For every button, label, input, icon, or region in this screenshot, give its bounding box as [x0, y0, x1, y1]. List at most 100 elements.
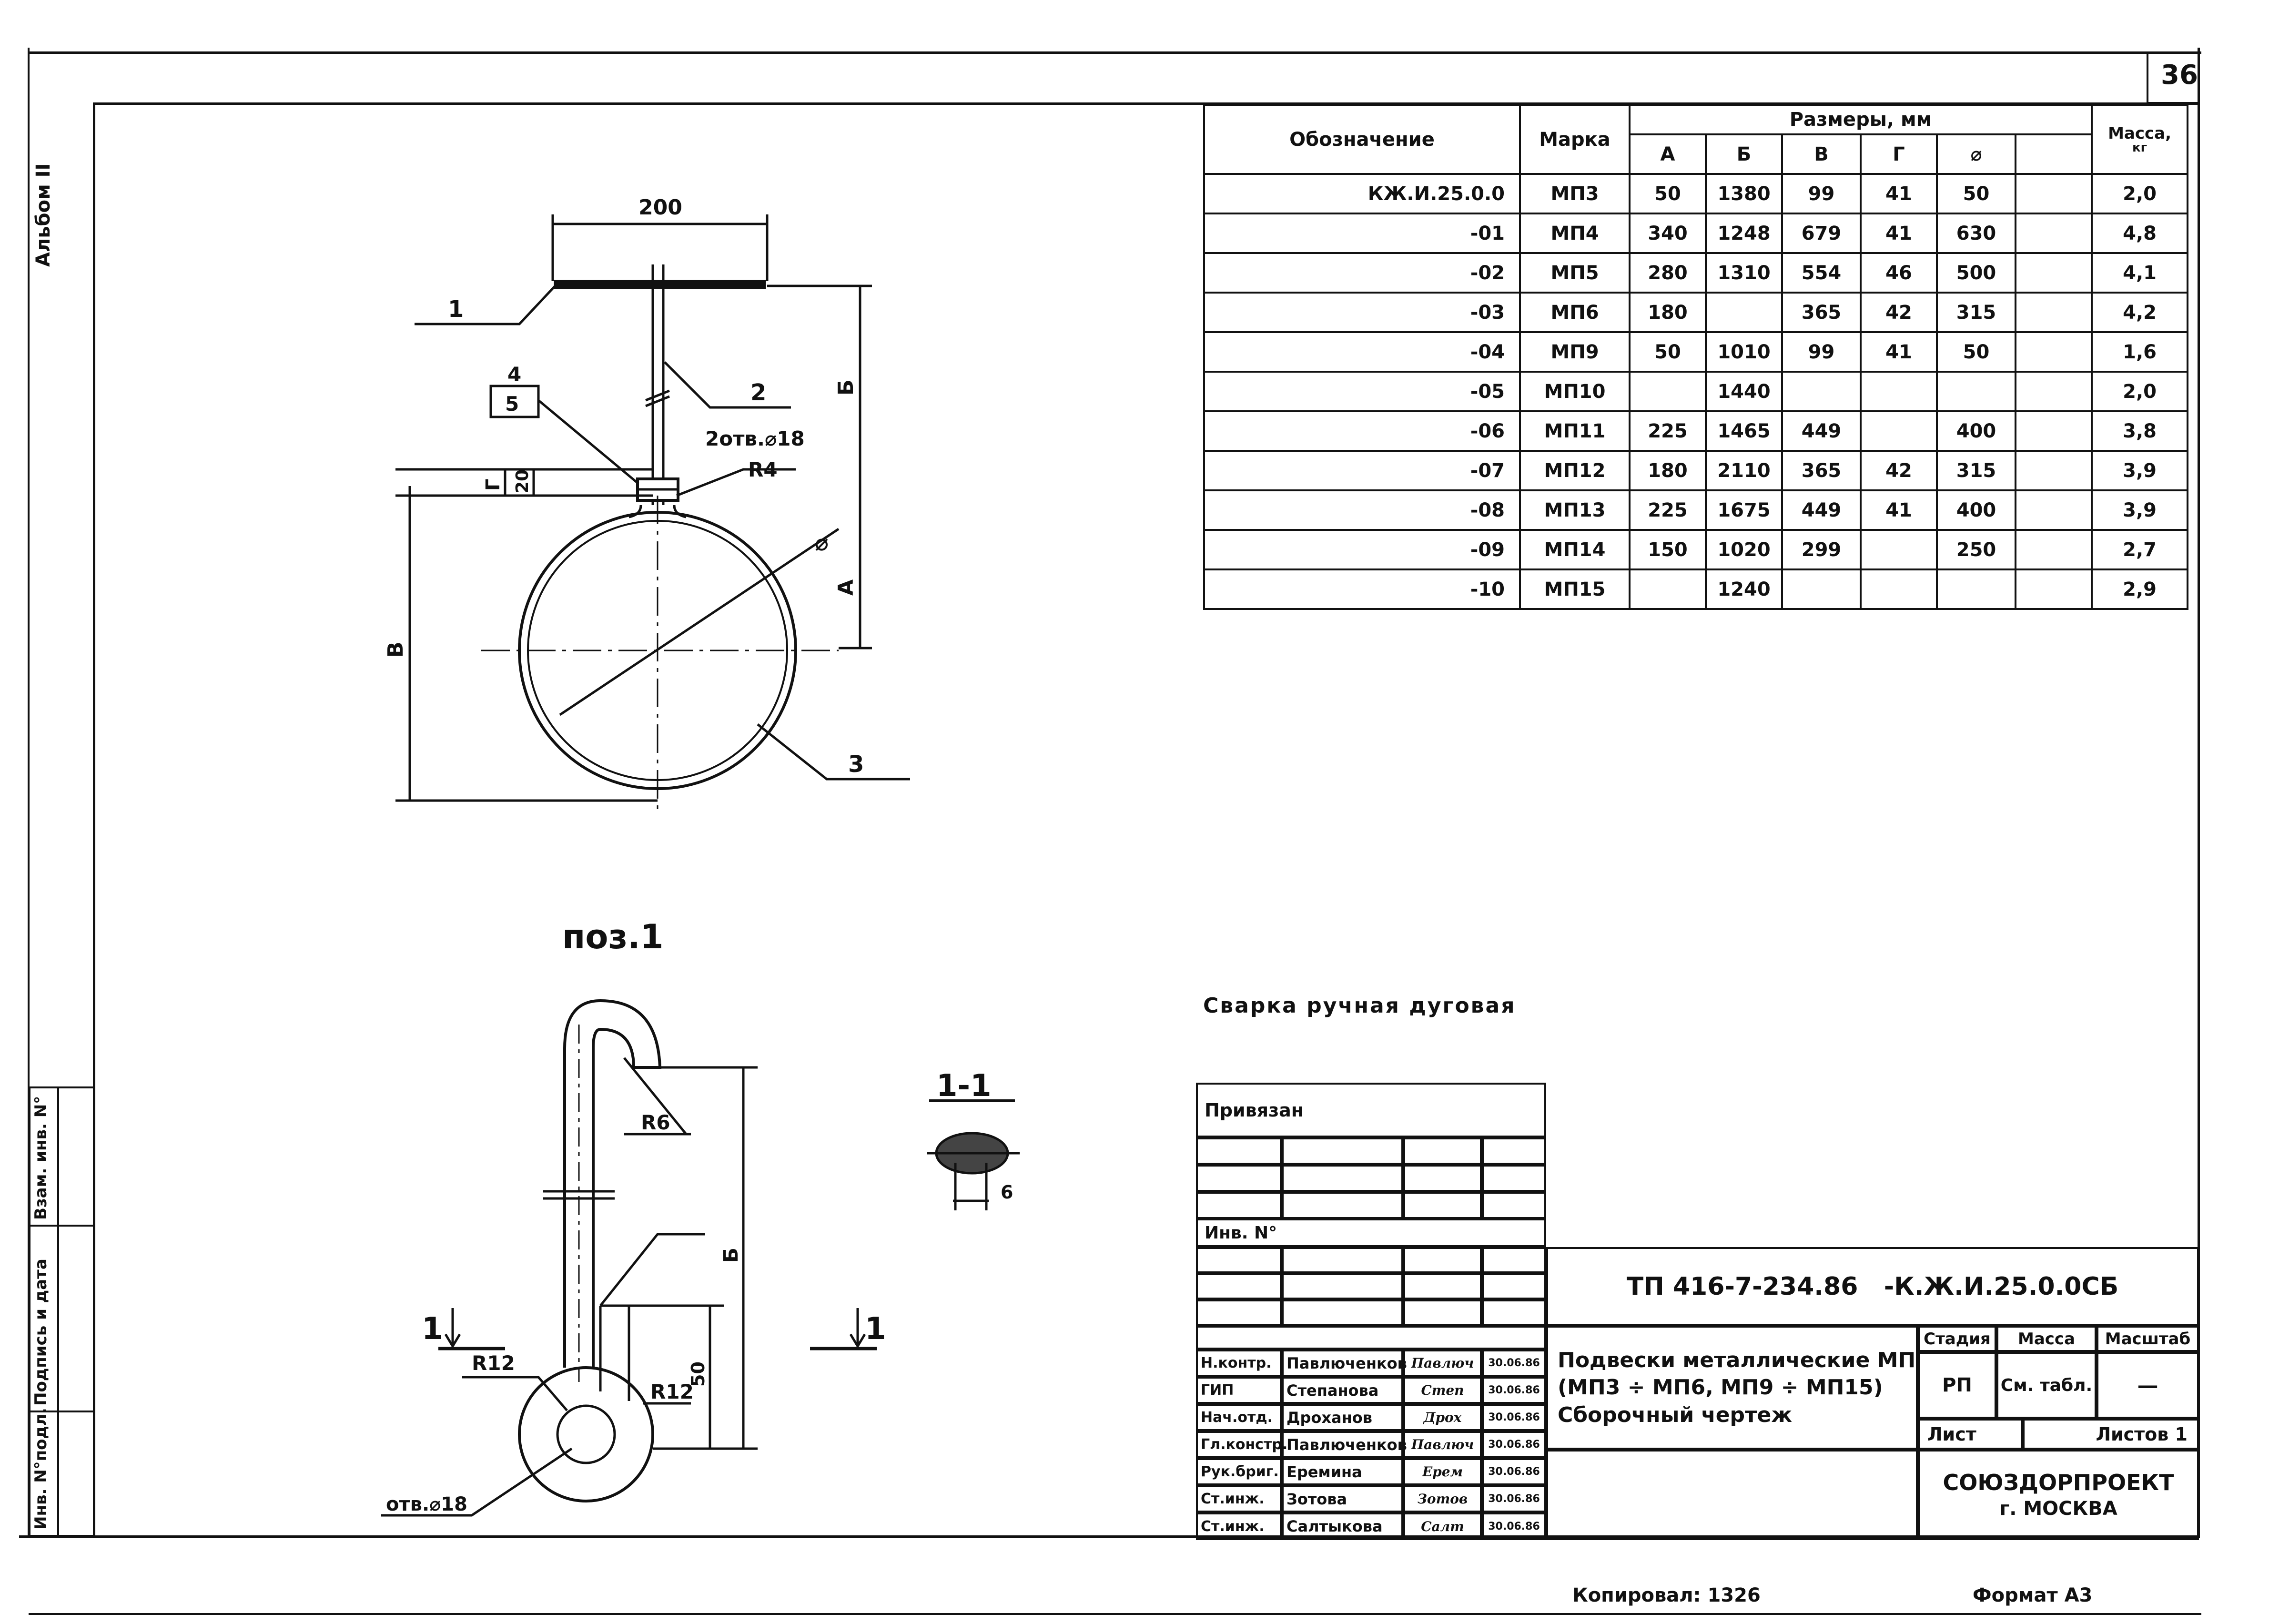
privyazan-label: Привязан	[1205, 1099, 1304, 1121]
cell-g: 41	[1860, 489, 1938, 531]
cell-designation: -09	[1203, 529, 1521, 570]
stamp-grid-cell	[1196, 1192, 1282, 1219]
cell-mark: МП3	[1519, 173, 1631, 214]
person-name: Павлюченков	[1282, 1431, 1407, 1458]
stamp-grid-cell	[1196, 1165, 1282, 1192]
stamp-grid-cell	[1282, 1137, 1403, 1165]
cell-mass: 3,9	[2091, 489, 2189, 531]
stamp-grid-cell	[1403, 1299, 1482, 1326]
cell-designation: -07	[1203, 450, 1521, 491]
cell-designation: -03	[1203, 292, 1521, 333]
person-role: Рук.бриг.	[1196, 1458, 1282, 1485]
inner-frame-bottom	[19, 1535, 2200, 1538]
header-col-empty	[2014, 133, 2093, 175]
title-line-2: (МП3 ÷ МП6, МП9 ÷ МП15)	[1558, 1375, 1883, 1400]
inner-frame-right	[2198, 48, 2200, 1537]
detail-hole-leader	[381, 1447, 573, 1517]
cell-b: 1675	[1705, 489, 1783, 531]
cell-extra	[2014, 410, 2093, 452]
cell-mass: 2,0	[2091, 173, 2189, 214]
header-designation: Обозначение	[1203, 104, 1521, 175]
detail-eye-inner	[556, 1404, 616, 1464]
header-col-D: ⌀	[1936, 133, 2016, 175]
detail-dim-B-label: Б	[719, 1248, 742, 1263]
outer-top-line	[29, 51, 2201, 54]
dim-B-label: Б	[834, 379, 858, 396]
cell-d: 315	[1936, 450, 2016, 491]
cell-extra	[2014, 252, 2093, 294]
stamp-grid-cell	[1282, 1273, 1403, 1299]
cell-v: 365	[1781, 292, 1862, 333]
cell-v: 365	[1781, 450, 1862, 491]
cell-mark: МП12	[1519, 450, 1631, 491]
cell-d	[1936, 371, 2016, 412]
cell-mark: МП13	[1519, 489, 1631, 531]
cell-d: 400	[1936, 489, 2016, 531]
detail-R12-left-leader	[462, 1376, 568, 1411]
cell-g: 41	[1860, 173, 1938, 214]
doc-code: ТП 416-7-234.86 -К.Ж.И.25.0.0СБ	[1626, 1272, 2119, 1301]
dim-G-label: Г	[482, 479, 504, 491]
person-role: Ст.инж.	[1196, 1485, 1282, 1512]
section-title: 1-1	[936, 1068, 992, 1104]
cell-g	[1860, 568, 1938, 610]
title-line-1: Подвески металлические МП	[1558, 1348, 1916, 1373]
person-name: Еремина	[1282, 1458, 1403, 1485]
dim-V-label: В	[384, 641, 408, 658]
cell-d: 500	[1936, 252, 2016, 294]
callout-2: 2	[750, 379, 766, 406]
spec-table: Обозначение Марка Размеры, мм Масса, кг …	[1203, 104, 2189, 610]
blank-cell	[1546, 1450, 1918, 1540]
person-signature: Дрох	[1403, 1404, 1482, 1431]
cell-b: 1465	[1705, 410, 1783, 452]
cell-d: 250	[1936, 529, 2016, 570]
cell-b: 1240	[1705, 568, 1783, 610]
scale-value: —	[2097, 1352, 2199, 1419]
sheet-number: 36	[2161, 60, 2198, 91]
cell-b: 1248	[1705, 213, 1783, 254]
cell-g: 41	[1860, 213, 1938, 254]
cell-a	[1629, 371, 1707, 412]
stamp-grid-cell	[1403, 1247, 1482, 1273]
stamp-grid-cell	[1403, 1165, 1482, 1192]
callout-45-leader	[537, 399, 639, 485]
person-role: Н.контр.	[1196, 1350, 1282, 1377]
dim-20-label: 20	[513, 469, 532, 493]
cell-a: 180	[1629, 292, 1707, 333]
welding-note: Сварка ручная дуговая	[1203, 994, 1516, 1018]
cell-d	[1936, 568, 2016, 610]
stamp-grid-cell	[1482, 1192, 1546, 1219]
stamp-grid-cell	[1282, 1247, 1403, 1273]
cell-extra	[2014, 529, 2093, 570]
bottom-edge-line	[29, 1613, 2201, 1615]
inner-frame-top	[93, 102, 2199, 105]
detail-R6-leader	[623, 1057, 687, 1135]
cell-designation: -06	[1203, 410, 1521, 452]
cell-mark: МП10	[1519, 371, 1631, 412]
cell-mark: МП6	[1519, 292, 1631, 333]
title-block: Привязан Инв. N° ТП 416-7-234.86 -К.Ж.И.…	[1196, 1083, 2199, 1540]
header-mass-unit: кг	[2132, 140, 2147, 155]
cell-designation: -05	[1203, 371, 1521, 412]
cell-extra	[2014, 450, 2093, 491]
person-date: 30.06.86	[1482, 1485, 1546, 1512]
header-sizes: Размеры, мм	[1628, 104, 2093, 135]
inv-no-cell: Инв. N°	[1196, 1218, 1546, 1247]
cell-extra	[2014, 173, 2093, 214]
cell-mark: МП4	[1519, 213, 1631, 254]
cell-mass: 2,0	[2091, 371, 2189, 412]
radius-note: R4	[748, 458, 778, 481]
cell-mass: 2,9	[2091, 568, 2189, 610]
stamp-grid-cell	[1482, 1299, 1546, 1326]
cell-d: 50	[1936, 331, 2016, 373]
format-label: Формат А3	[1973, 1584, 2093, 1606]
cell-v: 99	[1781, 173, 1862, 214]
person-role: ГИП	[1196, 1377, 1282, 1404]
cell-b: 2110	[1705, 450, 1783, 491]
